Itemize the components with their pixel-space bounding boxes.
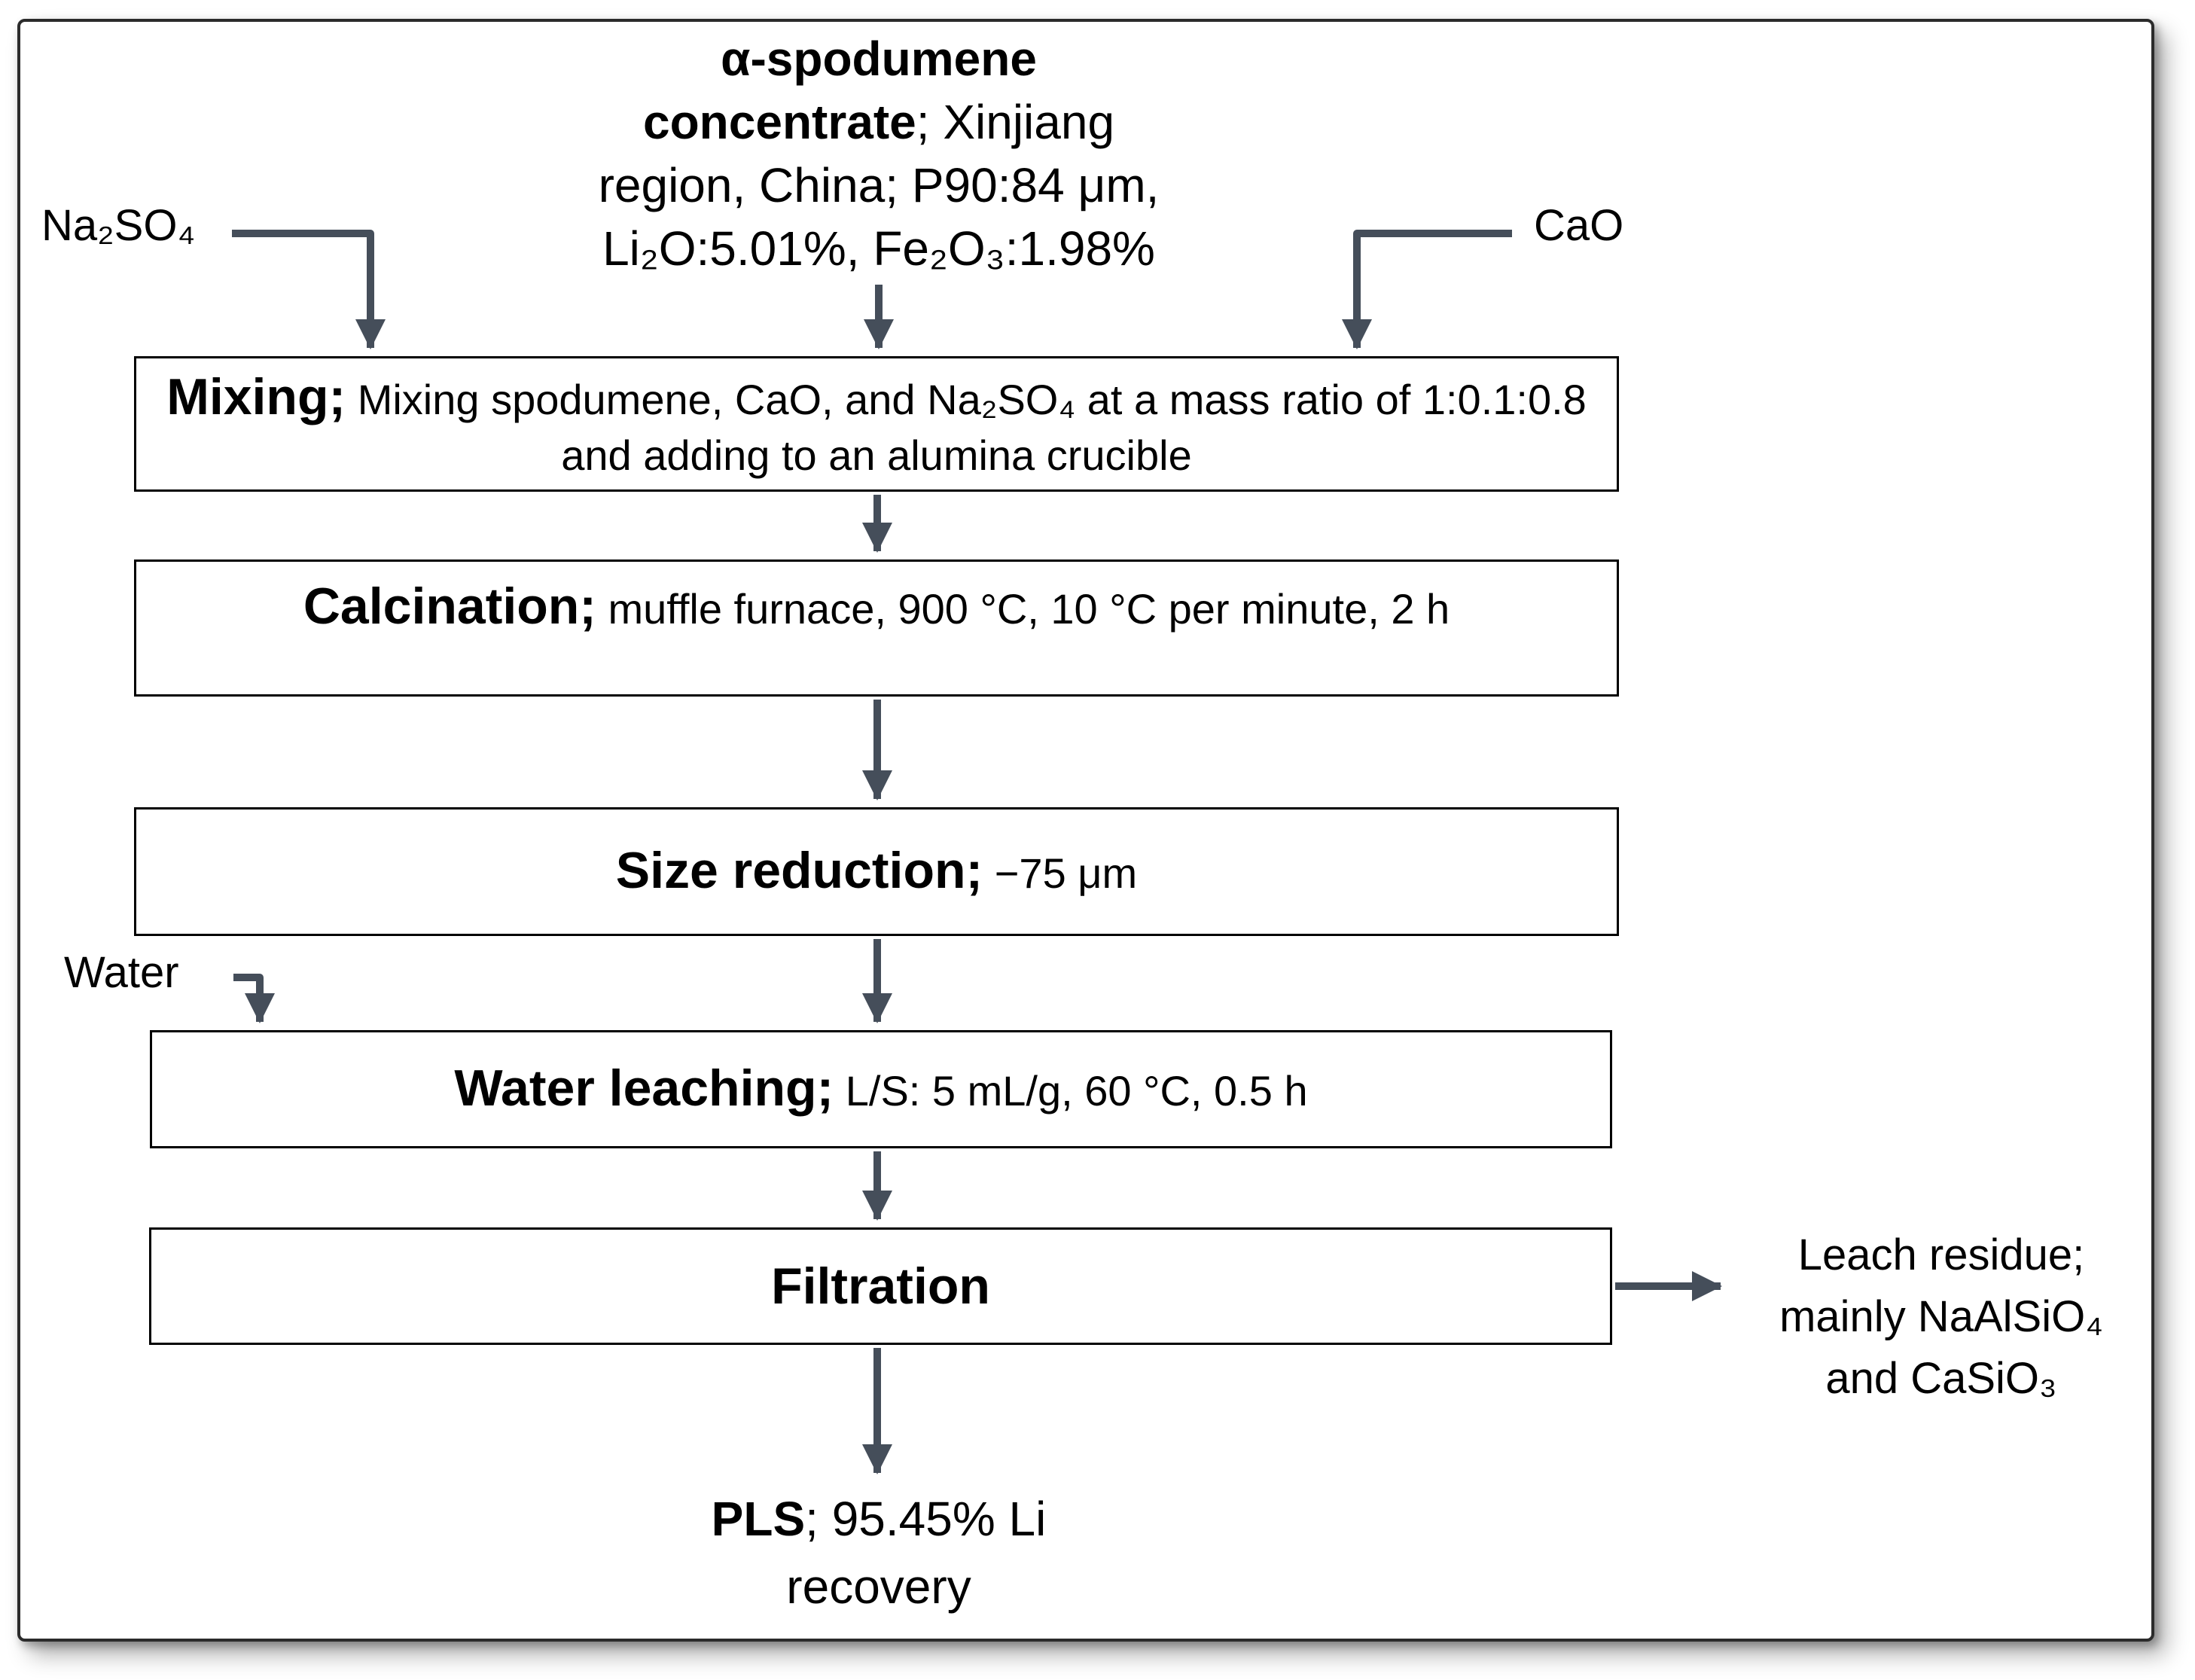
process-box-filtration: Filtration — [149, 1227, 1612, 1345]
pls-line2: recovery — [786, 1560, 971, 1614]
calcination-title: Calcination; — [303, 578, 596, 635]
calcination-detail: muffle furnace, 900 °C, 10 °C per minute… — [596, 585, 1450, 633]
process-box-size-reduction: Size reduction; −75 μm — [134, 807, 1619, 936]
water-input-label: Water — [64, 948, 179, 997]
feed-line1: α-spodumene — [721, 32, 1037, 86]
water-leaching-title: Water leaching; — [454, 1059, 834, 1117]
residue-line1: Leach residue; — [1797, 1230, 2085, 1279]
cao-input-label: CaO — [1534, 201, 1624, 250]
water-leaching-detail: L/S: 5 mL/g, 60 °C, 0.5 h — [834, 1066, 1308, 1114]
filtration-title: Filtration — [771, 1258, 990, 1315]
size-reduction-detail: −75 μm — [983, 849, 1138, 897]
pls-line1: PLS; 95.45% Li — [711, 1492, 1047, 1546]
mixing-title: Mixing; — [166, 368, 346, 425]
feed-line3: region, China; P90:84 μm, — [598, 158, 1160, 212]
process-box-mixing: Mixing; Mixing spodumene, CaO, and Na₂SO… — [134, 356, 1619, 492]
residue-line2: mainly NaAlSiO₄ — [1779, 1292, 2103, 1341]
size-reduction-title: Size reduction; — [615, 841, 983, 899]
feed-line4: Li₂O:5.01%, Fe₂O₃:1.98% — [602, 221, 1155, 276]
feed-material-label: α-spodumene concentrate; Xinjiang region… — [502, 27, 1255, 280]
process-box-water-leaching: Water leaching; L/S: 5 mL/g, 60 °C, 0.5 … — [150, 1030, 1612, 1148]
residue-line3: and CaSiO₃ — [1825, 1354, 2057, 1403]
process-box-calcination: Calcination; muffle furnace, 900 °C, 10 … — [134, 559, 1619, 697]
feed-line2: concentrate; Xinjiang — [642, 95, 1115, 149]
pls-output-label: PLS; 95.45% Li recovery — [644, 1485, 1114, 1621]
leach-residue-output-label: Leach residue; mainly NaAlSiO₄ and CaSiO… — [1697, 1224, 2186, 1410]
na2so4-input-label: Na₂SO₄ — [41, 201, 196, 250]
mixing-detail: Mixing spodumene, CaO, and Na₂SO₄ at a m… — [346, 376, 1587, 479]
